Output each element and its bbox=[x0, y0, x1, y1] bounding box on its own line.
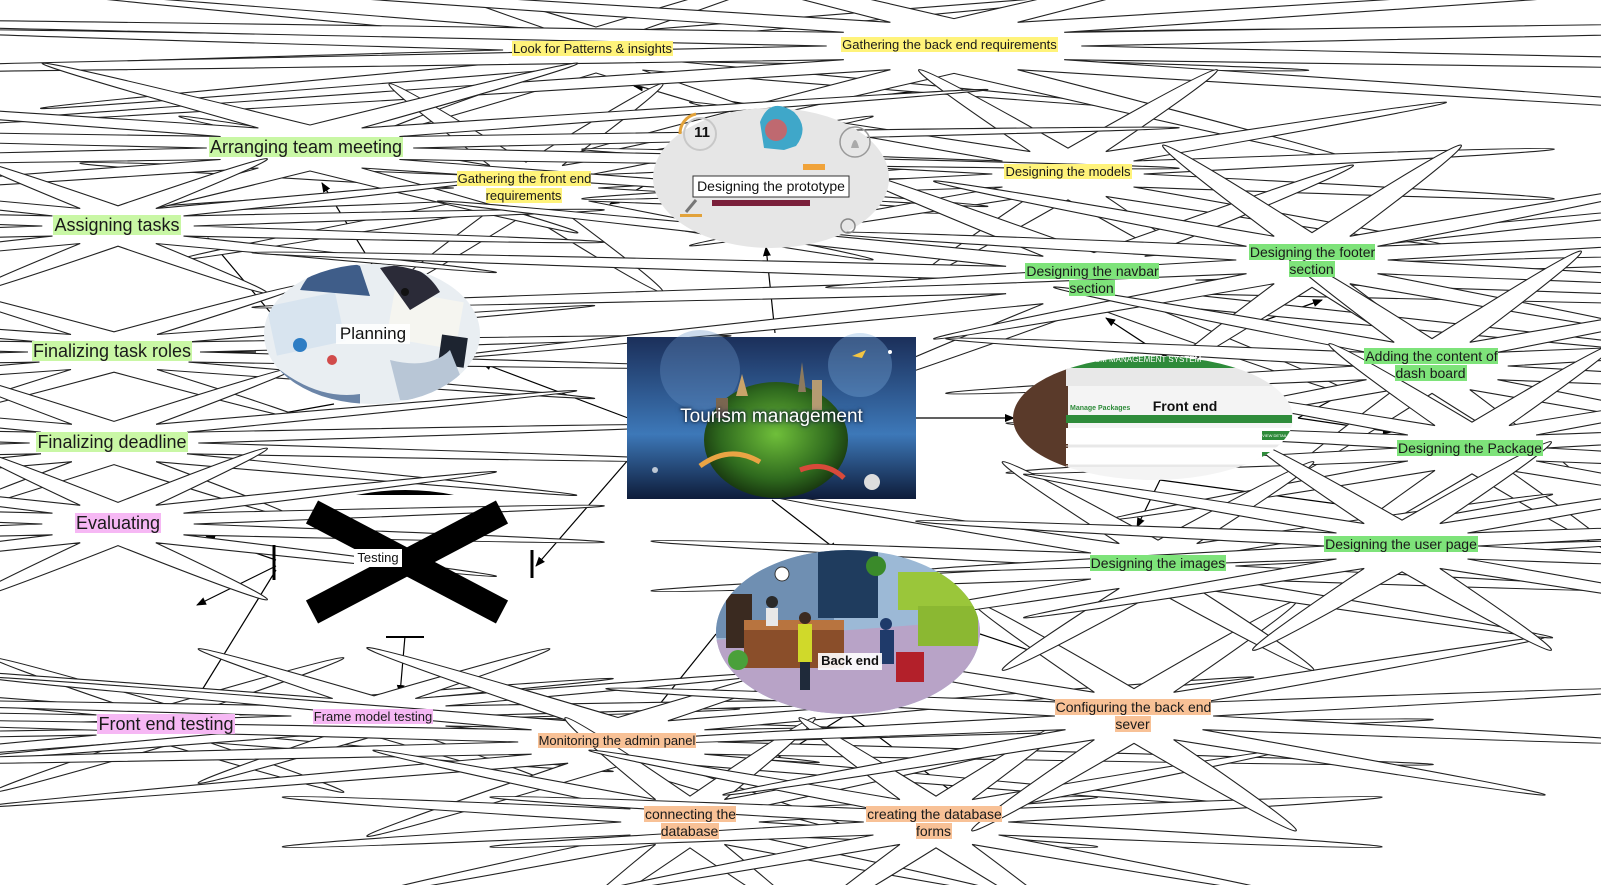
frontend-node bbox=[1013, 356, 1293, 480]
testing-title: Testing bbox=[357, 550, 399, 565]
planning-title: Planning bbox=[339, 324, 407, 343]
arrow-frame bbox=[396, 635, 406, 695]
prototype-title: Designing the prototype bbox=[697, 178, 845, 194]
backend-node bbox=[716, 550, 980, 714]
cloud-roles bbox=[0, 284, 732, 420]
cloud-backend-req bbox=[0, 0, 1601, 162]
frontend-title: Front end bbox=[1152, 398, 1218, 414]
arrow-center-testing bbox=[535, 459, 629, 567]
center-image bbox=[627, 330, 916, 499]
arrow-center-planning bbox=[481, 362, 629, 419]
arrow-fe-testing bbox=[193, 569, 277, 704]
arrow-monitor bbox=[650, 633, 717, 716]
arrow-center-backend bbox=[771, 499, 839, 552]
cloud-footer bbox=[825, 144, 1601, 376]
planning-node bbox=[264, 264, 480, 404]
arrow-images bbox=[1136, 479, 1161, 528]
center-title: Tourism management bbox=[680, 406, 863, 427]
prototype-node bbox=[653, 105, 889, 248]
testing-node bbox=[272, 490, 534, 638]
prototype-badge: 11 bbox=[694, 124, 710, 141]
backend-title: Back end bbox=[821, 653, 879, 668]
